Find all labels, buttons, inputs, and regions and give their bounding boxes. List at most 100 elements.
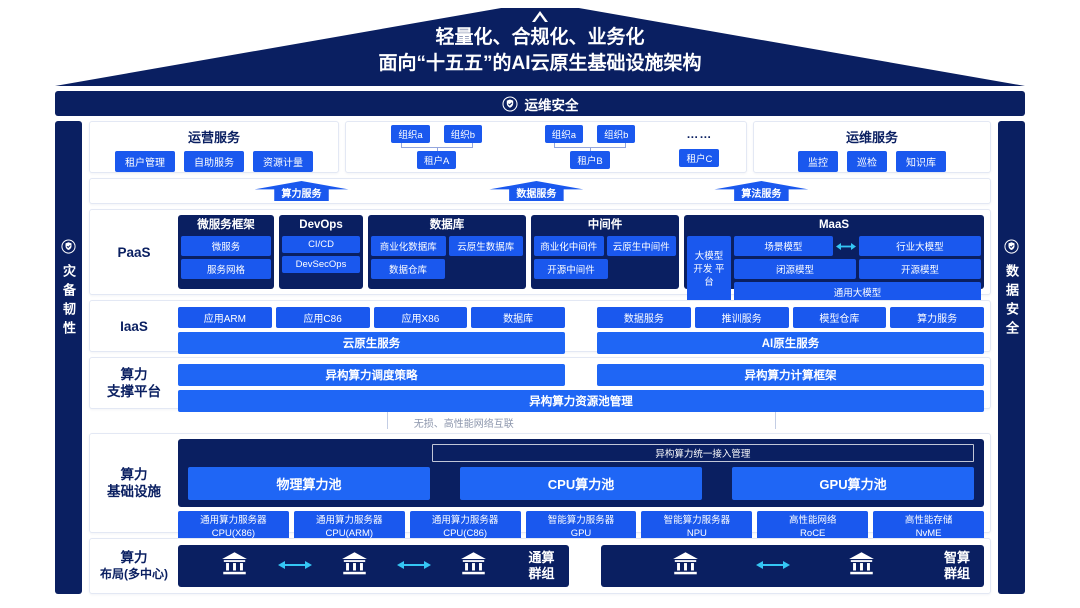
operation-services-title: 运营服务 [187,130,240,145]
server-type: NPU [686,528,707,539]
data-service-arrow: 数据服务 [489,181,584,201]
bank-icon [848,552,875,580]
model-repo-block: 模型仓库 [792,307,887,328]
tenant-c-group: …… 租户C [679,127,720,167]
compute-layout-panel: 算力 布局(多中心) [89,538,991,594]
hetero-scheduling-bar: 异构算力调度策略 [178,364,565,386]
training-service-block: 推训服务 [694,307,789,328]
general-cluster-label-line2: 群组 [528,566,555,581]
org-node: 组织b [443,125,482,143]
data-warehouse-block: 数据仓库 [371,259,445,279]
knowledge-base-button: 知识库 [896,151,946,172]
sidebar-disaster-resilience: 灾备韧性 [55,121,82,594]
ops-security-bar: 运维安全 [55,91,1025,116]
intelligent-compute-cluster: 智算 群组 [600,545,984,587]
org-tenant-panel: 组织a 组织b 租户A 组织a 组织b [345,121,747,173]
tenant-b-node: 租户B [570,151,610,169]
sidebar-right-label: 数据安全 [1004,264,1019,340]
ai-native-service-bar: AI原生服务 [597,332,984,354]
bank-icon [341,552,368,580]
cloud-native-service-group: 应用ARM 应用C86 应用X86 数据库 云原生服务 [178,307,565,354]
open-source-mw-block: 开源中间件 [534,259,608,279]
support-label-line1: 算力 [120,367,148,382]
network-connector-row: 无损、高性能网络互联 [89,412,991,430]
connector-line [386,412,388,429]
roof-apex-icon-inner [535,15,545,22]
service-arrows-band: 算力服务 数据服务 算法服务 [89,178,991,204]
intelligent-cluster-label-line1: 智算 [943,550,970,565]
server-block-c86: 通用算力服务器 CPU(C86) [409,511,521,543]
app-x86-block: 应用X86 [373,307,468,328]
server-name: 智能算力服务器 [547,515,615,526]
server-name: 智能算力服务器 [663,515,731,526]
microservice-block: 微服务 [181,236,271,256]
group-title: MaaS [818,219,850,231]
shield-check-icon [61,239,76,254]
server-name: 通用算力服务器 [200,515,267,526]
cloud-native-service-bar: 云原生服务 [178,332,565,354]
computing-service-arrow: 算力服务 [254,181,349,201]
org-node: 组织b [597,125,636,143]
maintenance-services-panel: 运维服务 监控 巡检 知识库 [753,121,991,173]
cloud-native-db-block: 云原生数据库 [448,236,523,256]
server-name: 通用算力服务器 [316,515,383,526]
server-type: NvME [915,528,942,539]
maas-group: MaaS 大模型 开发 平台 场景模型 [684,215,984,302]
ai-native-service-group: 数据服务 推训服务 模型仓库 算力服务 AI原生服务 [597,307,984,354]
network-interconnect-label: 无损、高性能网络互联 [413,419,514,430]
sidebar-data-security: 数据安全 [998,121,1025,594]
server-name: 高性能网络 [788,515,837,526]
intelligent-cluster-label-line2: 群组 [943,566,970,581]
group-title: 微服务框架 [197,219,255,231]
general-compute-cluster: 通算 群组 [178,545,569,587]
ops-security-label: 运维安全 [524,97,579,113]
server-type: GPU [570,528,592,539]
server-block-gpu: 智能算力服务器 GPU [525,511,637,543]
operation-services-panel: 运营服务 租户管理 自助服务 资源计量 [89,121,339,173]
bank-icon [460,552,487,580]
resource-metering-button: 资源计量 [253,151,313,172]
middleware-group: 中间件 商业化中间件 云原生中间件 开源中间件 [531,215,679,289]
bank-icon [672,552,699,580]
double-arrow-icon [756,557,791,575]
data-service-block: 数据服务 [597,307,691,328]
scene-model-block: 场景模型 [734,236,833,256]
general-model-block: 通用大模型 [734,282,981,302]
self-service-button: 自助服务 [184,151,244,172]
group-title: 中间件 [587,219,623,231]
unified-access-bar: 异构算力统一接入管理 [431,444,974,462]
double-arrow-icon [835,236,856,256]
server-name: 高性能存储 [904,515,953,526]
inspection-button: 巡检 [847,151,887,172]
sidebar-left-label: 灾备韧性 [61,264,76,340]
algorithm-service-arrow: 算法服务 [714,181,809,201]
paas-panel: PaaS 微服务框架 微服务 服务网格 DevOps CI/CD DevSecO… [89,209,991,302]
hetero-resource-pool-bar: 异构算力资源池管理 [178,390,984,412]
devsecops-block: DevSecOps [282,256,360,273]
app-c86-block: 应用C86 [275,307,370,328]
iaas-label: IaaS [120,318,148,334]
general-cluster-label-line1: 通算 [528,550,555,565]
roof-title-line1: 轻量化、合规化、业务化 [435,27,645,48]
layout-label-line2: 布局(多中心) [100,567,168,581]
monitoring-button: 监控 [798,151,838,172]
hetero-computing-framework-bar: 异构算力计算框架 [597,364,984,386]
compute-service-block: 算力服务 [890,307,984,328]
llm-dev-platform-block: 大模型 开发 平台 [687,236,731,302]
database-block: 数据库 [471,307,565,328]
physical-pool-block: 物理算力池 [188,467,430,500]
app-arm-block: 应用ARM [178,307,272,328]
cpu-pool-block: CPU算力池 [460,467,702,500]
infrastructure-panel: 算力 基础设施 异构算力统一接入管理 物理算力池 CPU算力池 GPU算力池 [89,433,991,543]
compute-pools-container: 异构算力统一接入管理 物理算力池 CPU算力池 GPU算力池 [178,439,984,507]
infra-label-line2: 基础设施 [107,484,161,499]
server-block-roce: 高性能网络 RoCE [757,511,869,543]
closed-source-model-block: 闭源模型 [734,259,856,279]
shield-check-icon [501,95,518,112]
gpu-pool-block: GPU算力池 [732,467,974,500]
server-block-nvme: 高性能存储 NvME [873,511,985,543]
microservice-framework-group: 微服务框架 微服务 服务网格 [178,215,274,289]
server-block-npu: 智能算力服务器 NPU [641,511,753,543]
commercial-mw-block: 商业化中间件 [534,236,604,256]
infra-label-line1: 算力 [120,467,148,482]
